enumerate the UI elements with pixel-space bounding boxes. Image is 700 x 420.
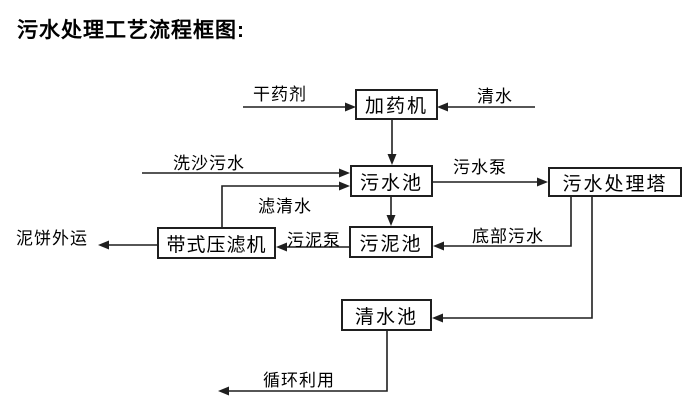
arrowhead-filtered-water <box>339 181 350 191</box>
label-sludge-pump: 污泥泵 <box>287 231 341 250</box>
label-bottom-sewage: 底部污水 <box>472 227 544 246</box>
arrowhead-mud-cake <box>98 240 109 250</box>
edge-bottom-sewage-line <box>443 197 572 247</box>
arrowhead-bottom-sewage <box>433 241 444 251</box>
label-sewage-pump: 污水泵 <box>453 158 507 177</box>
label-sand-washing-sewage: 洗沙污水 <box>173 154 245 173</box>
arrowhead-recycle <box>218 386 229 396</box>
arrowhead-to-clean-pool <box>432 313 443 323</box>
arrowhead-clean-water <box>437 102 448 112</box>
node-sewage-pool: 污水池 <box>350 165 433 197</box>
edge-filtered-water-line <box>221 185 340 227</box>
label-dry-chemical: 干药剂 <box>253 85 307 104</box>
label-recycle-use: 循环利用 <box>263 371 335 390</box>
diagram-title: 污水处理工艺流程框图: <box>17 19 245 42</box>
label-clean-water: 清水 <box>477 87 513 106</box>
edge-tower-to-clean-pool <box>442 197 593 319</box>
arrowhead-sewage-down <box>386 215 396 226</box>
arrowhead-sludge-pump <box>276 242 287 252</box>
arrowhead-dosing-down <box>387 154 397 165</box>
arrowhead-sewage-pump <box>537 177 548 187</box>
label-mud-cake-out: 泥饼外运 <box>16 229 88 248</box>
node-dosing-machine: 加药机 <box>355 89 438 120</box>
arrowhead-sand-washing <box>339 168 350 178</box>
label-filtered-water: 滤清水 <box>258 197 312 216</box>
arrowhead-dry-chemical <box>345 102 356 112</box>
edge-recycle-line <box>228 331 388 392</box>
node-clean-water-pool: 清水池 <box>341 299 432 331</box>
node-belt-filter-press: 带式压滤机 <box>157 227 276 259</box>
node-sewage-treatment-tower: 污水处理塔 <box>548 167 682 197</box>
node-sludge-pool: 污泥池 <box>349 226 433 258</box>
